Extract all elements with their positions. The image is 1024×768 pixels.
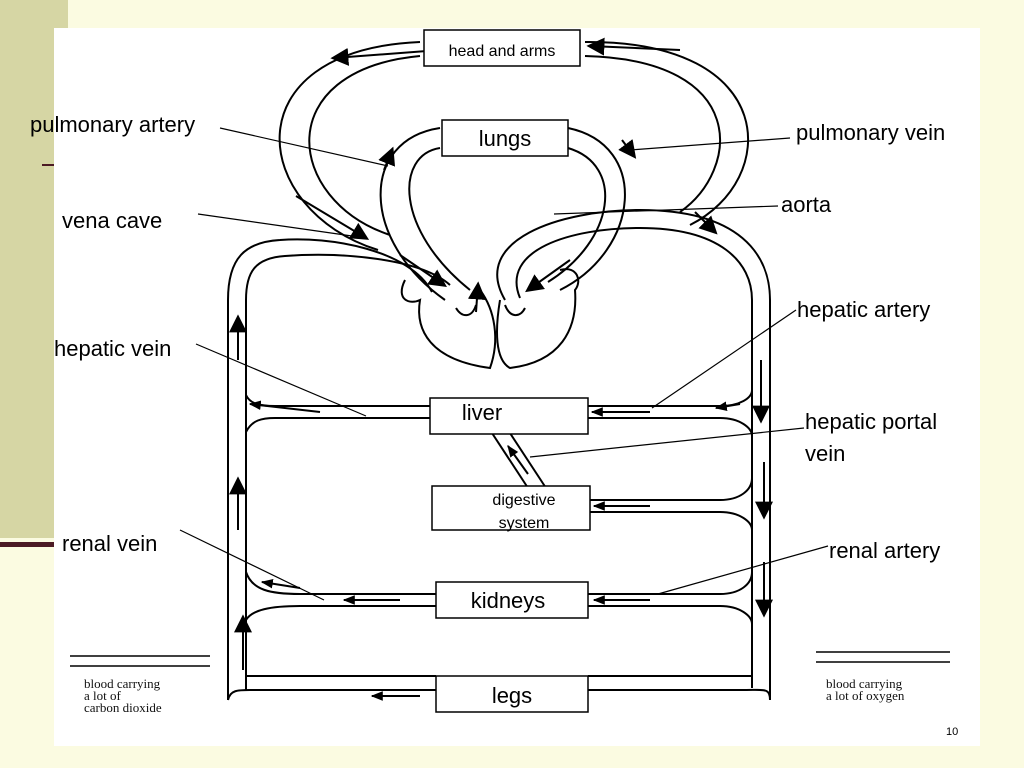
leader-pulmonary-artery <box>219 127 389 167</box>
slide-accent-dash <box>42 164 54 166</box>
arrow-vena-down <box>295 195 370 240</box>
arrow-into-heart <box>399 254 447 288</box>
aorta-arch-outer <box>496 208 771 301</box>
leader-hepatic-portal <box>529 427 805 458</box>
head-arms-box <box>423 29 581 67</box>
organ-digestive-line1: digestive <box>492 492 555 509</box>
digestive-box <box>431 485 591 531</box>
arrow-liver-branch <box>714 401 741 411</box>
arrow-kidney-vein <box>260 578 301 589</box>
organ-kidneys: kidneys <box>471 588 546 613</box>
label-renal-artery: renal artery <box>829 538 940 563</box>
leader-hepatic-vein <box>195 343 367 417</box>
kidney-vessel-right-bottom <box>588 605 753 625</box>
portal-vein-right <box>507 429 547 489</box>
heart <box>400 268 580 370</box>
arrow-head-arms-right <box>586 37 681 56</box>
legs-vessel-right <box>588 688 771 701</box>
lung-loop-inner <box>408 147 607 291</box>
label-aorta: aorta <box>781 192 832 217</box>
arrow-out-of-heart <box>467 281 486 313</box>
kidney-vessel-left-bottom <box>245 605 436 621</box>
label-pulmonary-vein: pulmonary vein <box>796 120 945 145</box>
kidneys-box <box>435 581 589 619</box>
liver-vessel-left-bottom <box>245 417 430 433</box>
arrow-lung-return <box>525 259 571 293</box>
aorta-arch-inner <box>515 226 753 301</box>
slide-accent-line <box>0 542 60 547</box>
leader-renal-vein <box>179 529 325 601</box>
leader-aorta <box>553 205 779 215</box>
liver-vessel-right-top <box>588 389 753 407</box>
organ-boxes <box>423 29 591 713</box>
organ-lungs: lungs <box>479 126 532 151</box>
leader-hepatic-artery <box>651 309 797 409</box>
legend-lines <box>70 651 950 667</box>
liver-box <box>429 397 589 435</box>
organ-digestive-line2: system <box>499 515 550 532</box>
label-vena-cava: vena cave <box>62 208 162 233</box>
legs-vessel-left <box>227 689 436 701</box>
organ-head-arms: head and arms <box>449 43 556 60</box>
flow-arrows <box>229 37 773 701</box>
label-pulmonary-artery: pulmonary artery <box>30 112 195 137</box>
arrow-head-arms-left <box>330 47 441 66</box>
lungs-box <box>441 119 569 157</box>
label-hepatic-portal-line1: hepatic portal <box>805 409 937 434</box>
label-renal-vein: renal vein <box>62 531 157 556</box>
liver-vessel-right-bottom <box>588 417 753 437</box>
callout-leaders <box>179 127 829 601</box>
slide-number: 10 <box>946 726 958 738</box>
leader-renal-artery <box>657 545 829 595</box>
head-loop-inner <box>308 55 721 236</box>
label-hepatic-vein: hepatic vein <box>54 336 171 361</box>
arrow-aorta-down <box>694 211 718 235</box>
label-hepatic-portal-line2: vein <box>805 441 845 466</box>
kidney-vessel-right-top <box>588 571 753 595</box>
lung-loop-outer <box>379 127 626 301</box>
vessels <box>227 40 771 701</box>
organ-liver: liver <box>462 400 502 425</box>
legend-left-line1: blood carrying <box>84 676 161 691</box>
portal-vein-left <box>489 429 529 489</box>
legend-right-line1: blood carrying <box>826 676 903 691</box>
organ-legs: legs <box>492 683 532 708</box>
arrow-pulm-vein <box>618 139 637 159</box>
label-hepatic-artery: hepatic artery <box>797 297 930 322</box>
kidney-vessel-left-top <box>245 571 436 595</box>
digestive-vessel-bottom <box>590 511 753 531</box>
arrow-portal <box>507 445 529 475</box>
legend-left-line2: a lot of <box>84 688 121 703</box>
leader-pulmonary-vein <box>629 137 791 151</box>
legs-box <box>435 675 589 713</box>
arrow-pulm-artery <box>378 146 396 171</box>
arrow-liver-left <box>248 400 321 413</box>
leader-vena-cava <box>197 213 353 237</box>
digestive-vessel-top <box>590 477 753 501</box>
legend-right-line2: a lot of oxygen <box>826 688 905 703</box>
legend-left-line3: carbon dioxide <box>84 700 162 715</box>
